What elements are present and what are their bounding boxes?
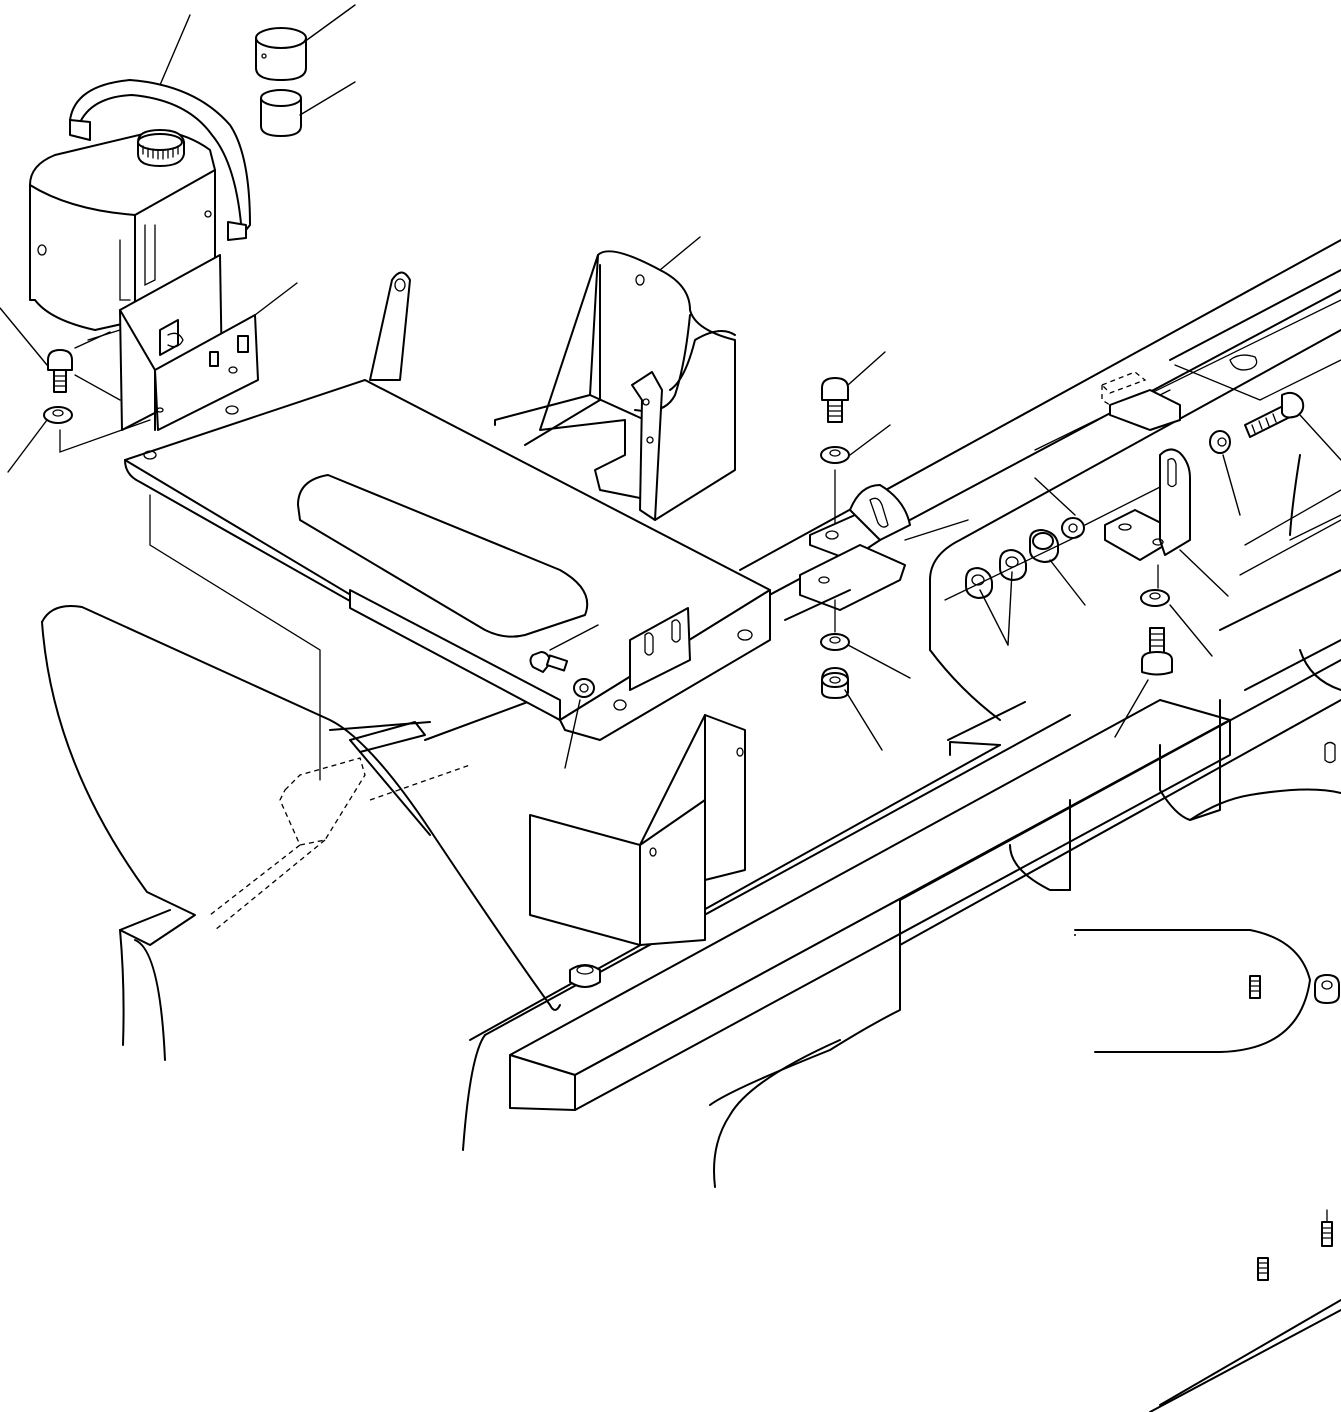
cap-upper [255, 27, 307, 81]
leader-lines [0, 4, 1341, 769]
washer [1209, 430, 1231, 454]
washer [820, 633, 850, 651]
lower-plate [784, 544, 906, 621]
center-plate [529, 714, 746, 988]
tube-lines [713, 929, 1341, 1412]
mounting-bracket-plate [74, 254, 259, 431]
washer [1061, 517, 1085, 539]
washer [573, 678, 595, 698]
washer [43, 406, 73, 424]
bolt [821, 377, 849, 423]
stud [1249, 975, 1261, 999]
stud [1321, 1209, 1333, 1247]
washer [820, 446, 850, 464]
spacer [1029, 529, 1059, 563]
bolt [47, 349, 73, 393]
stud [1257, 1257, 1269, 1281]
bolt [529, 651, 569, 673]
bolt [1141, 627, 1173, 676]
side-panel [41, 494, 561, 1061]
washer [1140, 589, 1170, 607]
nut [821, 667, 849, 699]
battery-holder [494, 250, 736, 521]
frame-rail [462, 659, 1341, 1151]
cap-lower [260, 89, 302, 137]
reservoir-tank [29, 129, 216, 331]
spacer-block [1100, 371, 1181, 431]
tank-strap [69, 79, 251, 241]
l-bracket [1104, 448, 1191, 561]
bushing [999, 549, 1027, 581]
bolt [1244, 391, 1305, 438]
tray [124, 271, 771, 741]
